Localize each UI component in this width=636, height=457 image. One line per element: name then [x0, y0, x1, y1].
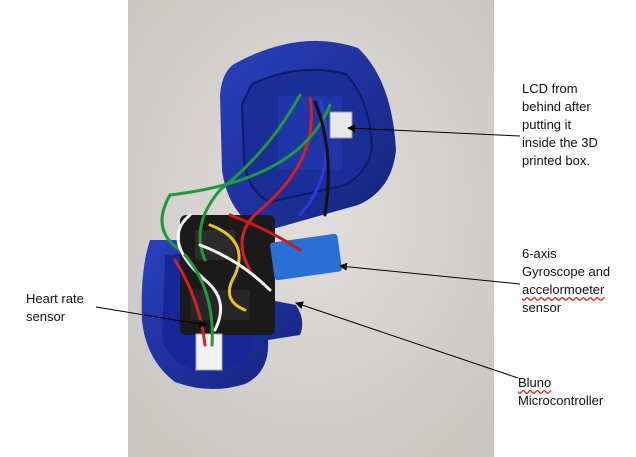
bluno-label: Bluno Microcontroller — [518, 374, 603, 410]
lcd-label: LCD from behind after putting it inside … — [522, 80, 598, 170]
gyro-arrow — [339, 262, 521, 285]
heart-rate-arrow — [95, 306, 207, 328]
lcd-label-line: inside the 3D — [522, 135, 598, 150]
heart-rate-label-line: sensor — [26, 309, 66, 324]
bluno-arrow — [295, 301, 519, 379]
lcd-label-line: printed box. — [522, 153, 590, 168]
heart-rate-connector — [195, 333, 223, 371]
lcd-connector — [329, 111, 353, 139]
lcd-label-line: putting it — [522, 117, 572, 132]
bluno-label-line: Bluno — [518, 375, 552, 390]
gyro-label-line: sensor — [522, 300, 562, 315]
heart-rate-label: Heart rate sensor — [26, 290, 84, 326]
gyro-board — [270, 233, 342, 281]
heart-rate-label-line: Heart rate — [26, 291, 84, 306]
lcd-arrow — [347, 124, 521, 137]
gyro-label: 6-axis Gyroscope and accelormoeter senso… — [522, 245, 610, 317]
lcd-label-line: behind after — [522, 99, 591, 114]
bluno-label-line: Microcontroller — [518, 393, 604, 408]
gyro-label-line: accelormoeter — [522, 282, 605, 297]
wires — [160, 93, 332, 347]
lcd-label-line: LCD from — [522, 81, 578, 96]
gyro-label-line: Gyroscope and — [522, 264, 611, 279]
gyro-label-line: 6-axis — [522, 246, 557, 261]
